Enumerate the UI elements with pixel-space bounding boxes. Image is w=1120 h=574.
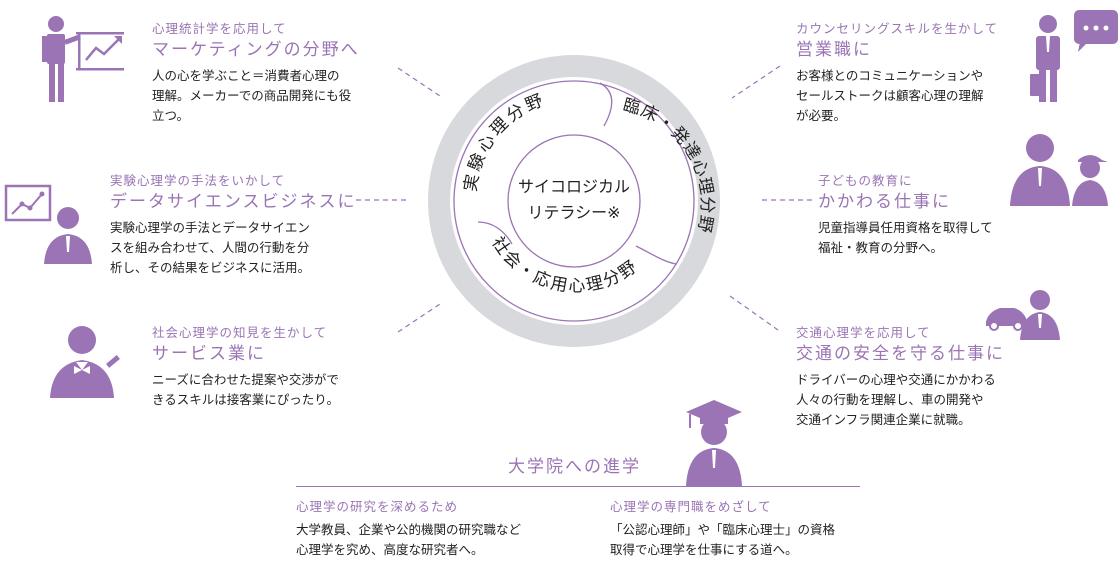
career-body: お客様とのコミュニケーションや セールストークは顧客心理の理解 が必要。 bbox=[796, 66, 998, 126]
connector-marketing bbox=[397, 67, 441, 97]
graduate-title: 大学院への進学 bbox=[508, 457, 641, 477]
presenter-chart-icon bbox=[42, 16, 124, 102]
divider-left bbox=[477, 221, 513, 245]
connector-lines bbox=[356, 65, 812, 333]
career-body-line: 児童指導員任用資格を取得して bbox=[818, 220, 993, 235]
graduate-research: 心理学の研究を深めるため 大学教員、企業や公的機関の研究職など 心理学を究め、高… bbox=[296, 498, 521, 560]
career-body-line: 人々の行動を理解し、車の開発や bbox=[796, 392, 984, 407]
career-title: サービス業に bbox=[152, 344, 266, 364]
divider-top bbox=[599, 82, 613, 127]
career-title: かかわる仕事に bbox=[818, 192, 951, 212]
career-body-line: 交通インフラ関連企業に就職。 bbox=[796, 412, 971, 427]
career-subtitle: 実験心理学の手法をいかして bbox=[110, 173, 286, 188]
career-body: 児童指導員任用資格を取得して 福祉・教育の分野へ。 bbox=[818, 218, 993, 258]
businessman-speech-icon bbox=[1030, 10, 1118, 102]
graduate-body-line: 心理学を究め、高度な研究者へ。 bbox=[296, 542, 484, 557]
chart-person-icon bbox=[4, 184, 92, 264]
career-body-line: きるスキルは接客業にぴったり。 bbox=[152, 392, 340, 407]
career-subtitle: カウンセリングスキルを生かして bbox=[796, 21, 999, 36]
career-body-line: 実験心理学の手法とデータサイエン bbox=[110, 220, 310, 235]
connector-traffic bbox=[729, 295, 779, 331]
career-body-line: 析し、その結果をビジネスに活用。 bbox=[110, 260, 311, 275]
career-subtitle: 社会心理学の知見を生かして bbox=[152, 325, 328, 340]
butler-icon bbox=[50, 326, 120, 398]
career-marketing: 心理統計学を応用して マーケティングの分野へ 人の心を学ぶこと＝消費者心理の 理… bbox=[152, 20, 360, 126]
career-body-line: 人の心を学ぶこと＝消費者心理の bbox=[152, 68, 340, 83]
graduate-professional-subtitle: 心理学の専門職をめざして bbox=[610, 499, 772, 514]
graduate-professional: 心理学の専門職をめざして 「公認心理師」や「臨床心理士」の資格 取得で心理学を仕… bbox=[610, 498, 835, 560]
car-person-icon bbox=[986, 290, 1060, 340]
career-body: ニーズに合わせた提案や交渉がで きるスキルは接客業にぴったり。 bbox=[152, 370, 339, 410]
career-title: データサイエンスビジネスに bbox=[110, 192, 357, 212]
segment-outlines bbox=[453, 80, 695, 322]
career-body-line: ニーズに合わせた提案や交渉がで bbox=[152, 372, 339, 387]
career-subtitle: 心理統計学を応用して bbox=[152, 21, 287, 36]
inner-disc bbox=[450, 77, 698, 325]
career-subtitle: 交通心理学を応用して bbox=[796, 325, 931, 340]
career-body-line: スを組み合わせて、人間の行動を分 bbox=[110, 240, 310, 255]
career-body: 人の心を学ぶこと＝消費者心理の 理解。メーカーでの商品開発にも役 立つ。 bbox=[152, 66, 360, 126]
career-body-line: セールストークは顧客心理の理解 bbox=[796, 88, 984, 103]
career-title: 営業職に bbox=[796, 40, 872, 60]
career-sales: カウンセリングスキルを生かして 営業職に お客様とのコミュニケーションや セール… bbox=[796, 20, 998, 126]
career-subtitle: 子どもの教育に bbox=[818, 173, 913, 188]
career-body-line: ドライバーの心理や交通にかかわる bbox=[796, 372, 996, 387]
career-body-line: が必要。 bbox=[796, 108, 847, 123]
career-body: 実験心理学の手法とデータサイエン スを組み合わせて、人間の行動を分 析し、その結… bbox=[110, 218, 357, 278]
career-education: 子どもの教育に かかわる仕事に 児童指導員任用資格を取得して 福祉・教育の分野へ… bbox=[818, 172, 993, 258]
career-title: 交通の安全を守る仕事に bbox=[796, 344, 1005, 364]
graduate-research-subtitle: 心理学の研究を深めるため bbox=[296, 499, 459, 514]
center-line-1: サイコロジカル bbox=[518, 177, 630, 196]
graduate-body-line: 取得で心理学を仕事にする道へ。 bbox=[610, 542, 798, 557]
graduate-body-line: 大学教員、企業や公的機関の研究職など bbox=[296, 522, 522, 537]
career-traffic: 交通心理学を応用して 交通の安全を守る仕事に ドライバーの心理や交通にかかわる … bbox=[796, 324, 1005, 430]
graduate-body-line: 「公認心理師」や「臨床心理士」の資格 bbox=[610, 522, 836, 537]
parent-child-icon bbox=[1010, 134, 1108, 206]
career-body-line: 福祉・教育の分野へ。 bbox=[818, 240, 944, 255]
connector-sales bbox=[731, 65, 781, 99]
career-body-line: 立つ。 bbox=[152, 108, 190, 123]
graduate-professional-body: 「公認心理師」や「臨床心理士」の資格 取得で心理学を仕事にする道へ。 bbox=[610, 520, 835, 560]
career-title: マーケティングの分野へ bbox=[152, 40, 360, 60]
center-line-2: リテラシー※ bbox=[527, 203, 620, 222]
graduate-divider bbox=[296, 486, 860, 487]
career-body-line: お客様とのコミュニケーションや bbox=[796, 68, 984, 83]
career-body: ドライバーの心理や交通にかかわる 人々の行動を理解し、車の開発や 交通インフラ関… bbox=[796, 370, 1005, 430]
connector-service bbox=[397, 303, 441, 333]
career-datascience: 実験心理学の手法をいかして データサイエンスビジネスに 実験心理学の手法とデータ… bbox=[110, 172, 357, 278]
career-service: 社会心理学の知見を生かして サービス業に ニーズに合わせた提案や交渉がで きるス… bbox=[152, 324, 339, 410]
divider-right bbox=[635, 245, 677, 265]
graduate-research-body: 大学教員、企業や公的機関の研究職など 心理学を究め、高度な研究者へ。 bbox=[296, 520, 521, 560]
career-body-line: 理解。メーカーでの商品開発にも役 bbox=[152, 88, 352, 103]
graduate-icon bbox=[686, 400, 742, 486]
